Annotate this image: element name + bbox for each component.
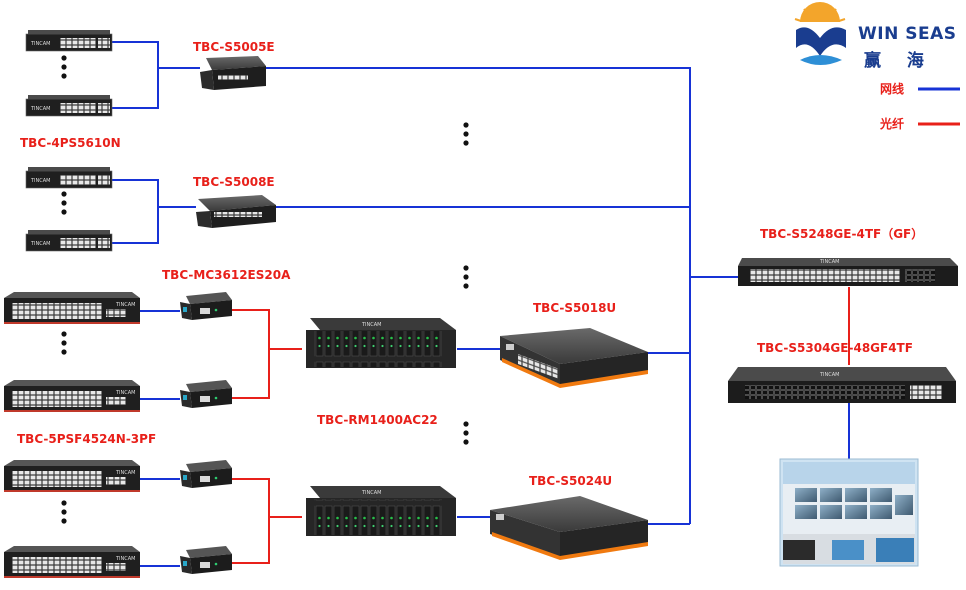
aggregation-switch-s5304: TINCAM (728, 367, 956, 403)
poe-switch-small: TINCAM (25, 230, 113, 252)
media-converter-group (180, 292, 232, 574)
continuation-dot (61, 200, 67, 206)
continuation-dot (463, 283, 469, 289)
continuation-dot (463, 439, 469, 445)
device-brand-text: TINCAM (115, 470, 136, 476)
poe-switch-large: TINCAM (4, 380, 140, 412)
link-poe-top-b (112, 68, 159, 109)
poe-switch-large: TINCAM (4, 292, 140, 324)
svg-text:TINCAM: TINCAM (819, 259, 840, 265)
fiber-links (232, 287, 850, 564)
device-brand-text: TINCAM (115, 556, 136, 562)
label-s5008e: TBC-S5008E (193, 175, 275, 189)
device-brand-text: TINCAM (30, 178, 51, 184)
logo-name-cn: 赢 海 (864, 51, 934, 71)
continuation-dot (61, 331, 67, 337)
fiber-mc2-rack1 (232, 349, 270, 399)
poe-switch-large: TINCAM (4, 546, 140, 578)
chassis-rack-1: TINCAM (306, 318, 456, 368)
continuation-dot (61, 500, 67, 506)
link-poe-mid-a (112, 179, 196, 208)
svg-text:TINCAM: TINCAM (361, 322, 382, 328)
continuation-dot (61, 209, 67, 215)
switch-s5008e (196, 195, 276, 228)
ethernet-links (112, 41, 850, 567)
label-s5005e: TBC-S5005E (193, 40, 275, 54)
device-brand-text: TINCAM (115, 302, 136, 308)
poe-switch-group: TINCAM TINCAM TINCAM TINCAM (25, 30, 113, 252)
label-s5248ge-4tf: TBC-S5248GE-4TF（GF） (760, 227, 924, 241)
continuation-dot (463, 274, 469, 280)
switch-s5024u-badge (496, 514, 504, 520)
device-brand-text: TINCAM (30, 41, 51, 47)
poe-switch-small: TINCAM (25, 167, 113, 189)
monitor-wall-icon (779, 458, 919, 567)
continuation-dot (463, 122, 469, 128)
device-brand-text: TINCAM (30, 241, 51, 247)
poe-switch-small: TINCAM (25, 30, 113, 52)
fiber-mc3-rack2 (232, 478, 302, 518)
continuation-dot (61, 55, 67, 61)
win-seas-logo-icon (794, 2, 846, 65)
continuation-dot (61, 73, 67, 79)
media-converter (180, 380, 232, 408)
continuation-dot (463, 131, 469, 137)
legend-label-fiber: 光纤 (880, 117, 905, 131)
continuation-dot (61, 340, 67, 346)
poe-switch-small: TINCAM (25, 95, 113, 117)
label-mc3612es20a: TBC-MC3612ES20A (162, 268, 291, 282)
switch-s5024u (490, 496, 648, 560)
label-5psf4524n-3pf: TBC-5PSF4524N-3PF (17, 432, 157, 446)
continuation-dot (61, 349, 67, 355)
core-switch-s5248: TINCAM (738, 258, 958, 286)
legend-label-ethernet: 网线 (880, 82, 905, 96)
chassis-rack-2: TINCAM (306, 486, 456, 536)
poe-switch-large: TINCAM (4, 460, 140, 492)
switch-s5005e (200, 56, 266, 90)
device-brand-text: TINCAM (30, 106, 51, 112)
continuation-dot (463, 430, 469, 436)
svg-text:TINCAM: TINCAM (361, 490, 382, 496)
label-s5018u: TBC-S5018U (533, 301, 617, 315)
continuation-dot (463, 140, 469, 146)
switch-s5018u (500, 328, 648, 388)
continuation-dot (61, 191, 67, 197)
continuation-dot (463, 265, 469, 271)
label-s5304ge-48gf4tf: TBC-S5304GE-48GF4TF (757, 341, 913, 355)
continuation-dot (61, 64, 67, 70)
fiber-mc4-rack2 (232, 517, 270, 564)
device-brand-text: TINCAM (115, 390, 136, 396)
link-s5005e-backbone (265, 67, 691, 524)
link-poe-top-a (112, 41, 200, 69)
continuation-dot (61, 518, 67, 524)
label-rm1400ac22: TBC-RM1400AC22 (317, 413, 438, 427)
link-poe-mid-b (112, 207, 159, 244)
media-converter (180, 546, 232, 574)
continuation-dots (61, 55, 469, 524)
continuation-dot (463, 421, 469, 427)
svg-text:TINCAM: TINCAM (819, 372, 840, 378)
logo-name-en: WIN SEAS (858, 24, 957, 44)
fiber-mc1-rack1 (232, 309, 302, 350)
label-s5024u: TBC-S5024U (529, 474, 613, 488)
media-converter (180, 460, 232, 488)
continuation-dot (61, 509, 67, 515)
label-4ps5610n: TBC-4PS5610N (20, 136, 121, 150)
fiber-poe-switch-group: TINCAM TINCAM TINCAM TINCAM (4, 292, 140, 578)
media-converter (180, 292, 232, 320)
switch-s5018u-badge (506, 344, 514, 350)
